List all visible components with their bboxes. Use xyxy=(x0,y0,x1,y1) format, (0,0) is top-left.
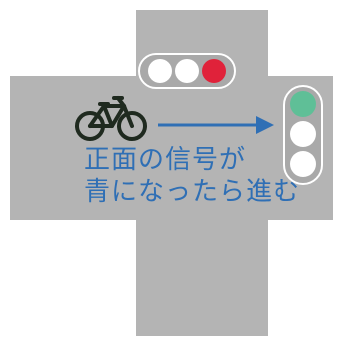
horizontal-traffic-signal xyxy=(139,54,235,88)
horizontal-signal-light-2 xyxy=(175,59,199,83)
caption-line-1: 正面の信号が xyxy=(84,144,304,176)
horizontal-signal-light-1 xyxy=(148,59,172,83)
horizontal-signal-red-light xyxy=(202,59,226,83)
instruction-caption: 正面の信号が 青になったら進む xyxy=(84,144,304,208)
vertical-signal-green-light xyxy=(290,91,316,117)
caption-line-2: 青になったら進む xyxy=(84,176,304,208)
